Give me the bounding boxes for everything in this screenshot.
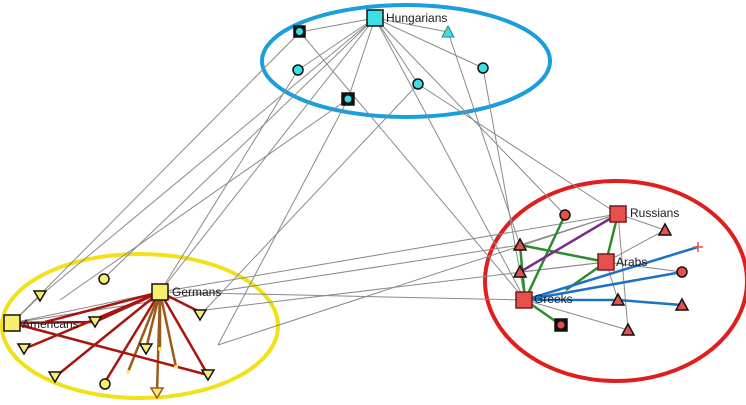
cluster-germans-ellipse — [0, 252, 280, 400]
node-triangle-down — [138, 343, 154, 356]
label-americans: Americans — [22, 317, 79, 331]
americans-hub-node — [3, 314, 21, 332]
node-circle — [126, 370, 130, 374]
russians-hub-node — [609, 205, 627, 223]
cluster-greeks-ellipse — [483, 179, 746, 383]
node-circle — [158, 347, 162, 351]
node-triangle-down — [16, 343, 32, 356]
node-circle — [174, 365, 178, 369]
arabs-hub-node — [597, 253, 615, 271]
node-circle — [557, 321, 565, 329]
node-circle — [676, 266, 688, 278]
node-triangle-down — [47, 371, 63, 384]
node-triangle-down — [149, 387, 165, 400]
node-circle — [344, 95, 352, 103]
node-circle — [412, 78, 424, 90]
node-triangle-down — [32, 290, 48, 303]
greeks-hub-node — [515, 291, 533, 309]
node-triangle-down — [87, 316, 103, 329]
node-triangle-up — [610, 292, 626, 306]
node-circle — [98, 273, 110, 285]
label-arabs: Arabs — [616, 255, 647, 269]
node-triangle-up — [620, 322, 636, 336]
node-triangle-down — [192, 309, 208, 322]
nodes-greeks — [512, 205, 703, 336]
label-hungarians: Hungarians — [386, 11, 447, 25]
cluster-hungarians-ellipse — [260, 3, 552, 119]
germans-hub-node — [151, 283, 169, 301]
node-triangle-up — [674, 297, 690, 311]
node-circle — [99, 378, 111, 390]
label-russians: Russians — [630, 206, 679, 220]
node-triangle-up — [512, 237, 528, 251]
label-greeks: Greeks — [534, 292, 573, 306]
plus-icon — [693, 242, 703, 252]
label-germans: Germans — [172, 285, 221, 299]
nodes-germans — [3, 273, 216, 400]
node-circle — [559, 209, 571, 221]
nodes-hungarians — [292, 9, 489, 106]
node-triangle-down — [200, 369, 216, 382]
node-triangle-up — [657, 222, 673, 236]
edges-gray — [11, 17, 683, 346]
node-circle — [292, 64, 304, 76]
node-circle — [477, 62, 489, 74]
node-triangle-up — [441, 24, 455, 38]
node-triangle-up — [512, 264, 528, 278]
hungarians-hub-node — [366, 9, 384, 27]
node-circle — [296, 28, 303, 35]
